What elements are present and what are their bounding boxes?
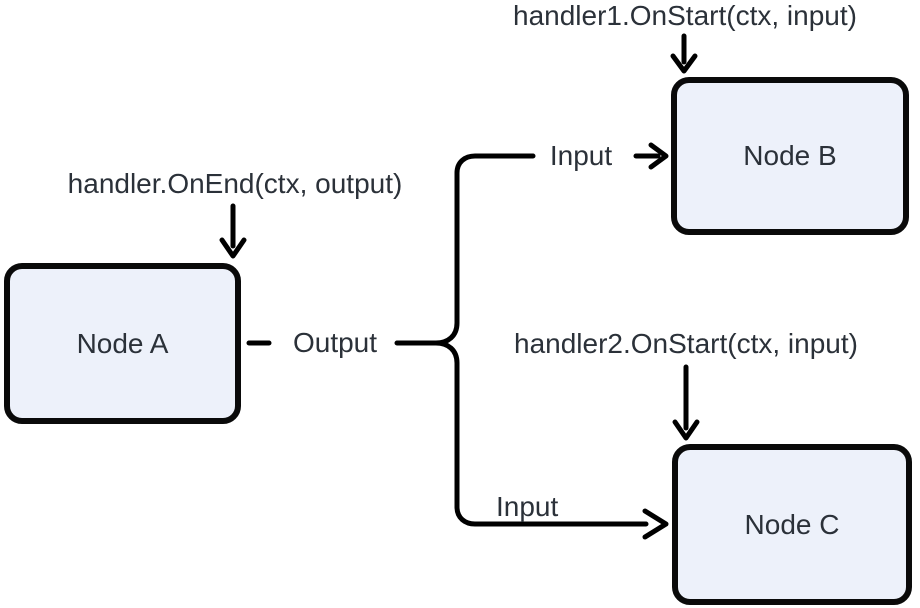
annotation-onstart2: handler2.OnStart(ctx, input) bbox=[514, 328, 858, 359]
edge-label-output: Output bbox=[292, 327, 378, 358]
node-a-box: Node A bbox=[4, 263, 241, 424]
edge-label-input-c: Input bbox=[496, 491, 559, 522]
edge-label-input-b: Input bbox=[549, 140, 613, 171]
node-a-label: Node A bbox=[76, 327, 169, 359]
annotation-onend: handler.OnEnd(ctx, output) bbox=[67, 168, 403, 199]
annotation-onstart1: handler1.OnStart(ctx, input) bbox=[513, 0, 857, 31]
arrowhead-onend-icon bbox=[219, 237, 247, 259]
node-c-box: Node C bbox=[672, 444, 912, 605]
arrowhead-input-b-icon bbox=[648, 142, 669, 170]
arrowhead-onstart2-icon bbox=[672, 419, 700, 441]
arrowhead-input-c-icon bbox=[642, 508, 669, 540]
node-b-box: Node B bbox=[671, 77, 909, 235]
arrowhead-onstart1-icon bbox=[670, 53, 698, 74]
node-b-label: Node B bbox=[743, 140, 837, 171]
node-c-label: Node C bbox=[744, 508, 840, 540]
edge-output-branch-lower bbox=[433, 340, 649, 527]
